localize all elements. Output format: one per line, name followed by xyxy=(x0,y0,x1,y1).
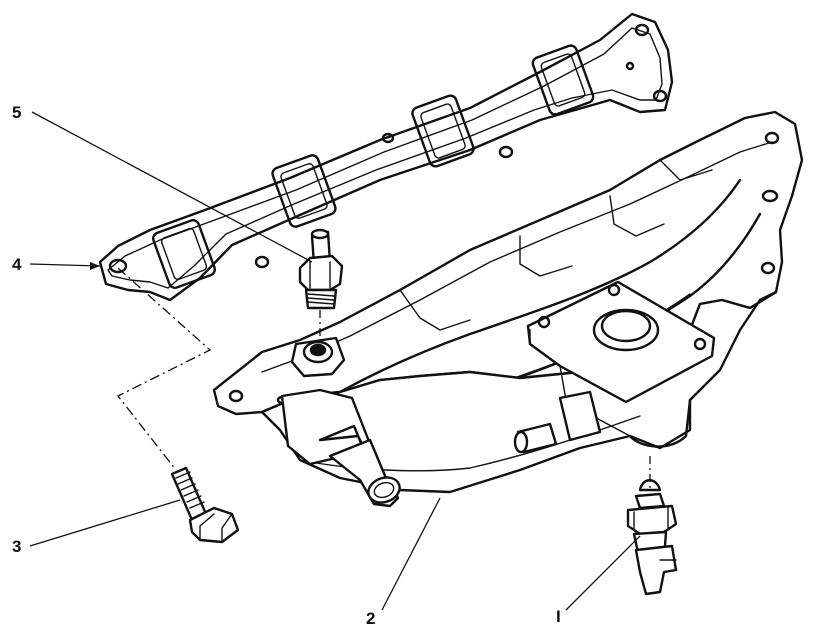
callout-3: 3 xyxy=(12,537,22,556)
leader-lines xyxy=(29,111,651,611)
callout-4: 4 xyxy=(12,255,22,274)
callout-5: 5 xyxy=(12,103,22,122)
manifold-gasket xyxy=(98,12,674,302)
coolant-sensor-lower xyxy=(626,479,678,596)
callout-1: I xyxy=(556,607,561,626)
temperature-sensor-upper xyxy=(298,228,344,310)
intake-manifold xyxy=(212,110,804,508)
callout-2: 2 xyxy=(366,609,376,628)
manifold-bolt xyxy=(170,466,240,544)
